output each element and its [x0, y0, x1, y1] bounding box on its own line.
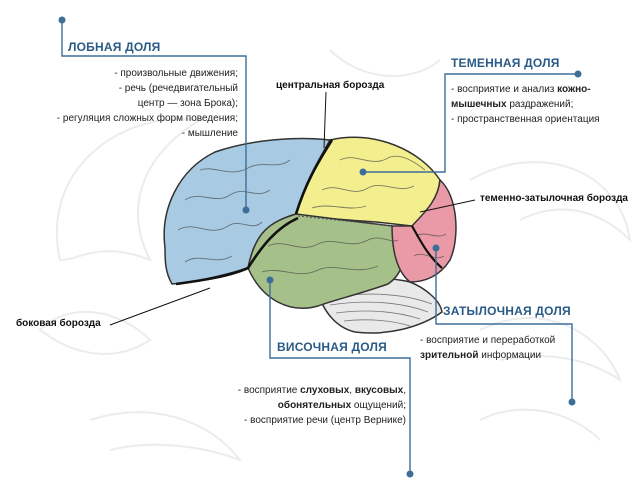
background-ornament — [38, 49, 632, 463]
text: - мышление — [181, 128, 238, 139]
description-line: зрительной информации — [420, 348, 555, 363]
parieto-occipital-line — [411, 225, 443, 269]
callouts — [61, 20, 578, 474]
text: - пространственная ориентация — [451, 114, 600, 125]
description-line: - восприятие и анализ кожно- — [451, 82, 600, 97]
description-line: - мышление — [57, 126, 238, 141]
frontal-callout — [61, 20, 247, 210]
text: раздражений; — [506, 99, 574, 110]
parietal-lobe-title: ТЕМЕННАЯ ДОЛЯ — [451, 56, 560, 70]
description-line: - восприятие слуховых, вкусовых, — [238, 383, 406, 398]
parietal-lobe-description: - восприятие и анализ кожно-мышечных раз… — [451, 82, 600, 127]
lateral-sulcus-label: боковая борозда — [16, 318, 101, 329]
bold-text: зрительной — [420, 350, 479, 361]
bold-text: вкусовых — [354, 385, 404, 396]
text: , — [403, 385, 406, 396]
text: - восприятие речи (центр Вернике) — [244, 415, 406, 426]
occipital-dot-bottom — [568, 398, 576, 406]
bold-text: обонятельных — [277, 400, 352, 411]
description-line: - пространственная ориентация — [451, 112, 600, 127]
description-line: центр — зона Брока); — [57, 96, 238, 111]
temporal-dot-bottom — [406, 470, 414, 478]
central-sulcus-line — [294, 139, 334, 215]
parieto-occipital-sulcus-label: теменно-затылочная борозда — [480, 193, 628, 204]
temporal-lobe-description: - восприятие слуховых, вкусовых,обонятел… — [238, 383, 406, 428]
central-sulcus-pointer — [323, 91, 327, 149]
temporal-dot-end — [266, 276, 274, 284]
bold-text: мышечных — [451, 99, 507, 110]
description-line: - восприятие речи (центр Вернике) — [238, 413, 406, 428]
text: - восприятие — [237, 385, 301, 396]
text: - восприятие и переработкой — [420, 335, 556, 346]
occipital-lobe-title: ЗАТЫЛОЧНАЯ ДОЛЯ — [443, 304, 571, 318]
text: , — [349, 385, 355, 396]
frontal-lobe-title: ЛОБНАЯ ДОЛЯ — [68, 40, 161, 54]
bold-text: слуховых — [300, 385, 350, 396]
description-line: - речь (речедвигательный — [57, 81, 238, 96]
text: центр — зона Брока); — [137, 98, 238, 109]
occipital-callout — [435, 248, 573, 402]
description-line: мышечных раздражений; — [451, 97, 600, 112]
temporal-lobe-title: ВИСОЧНАЯ ДОЛЯ — [277, 340, 387, 354]
occipital-lobe-description: - восприятие и переработкой зрительной ин… — [420, 333, 555, 363]
lateral-sulcus-line — [175, 216, 299, 286]
frontal-dot-top — [58, 16, 66, 24]
lateral-sulcus-pointer — [109, 287, 211, 326]
parieto-occipital-pointer — [419, 199, 476, 213]
bold-text: кожно- — [557, 84, 591, 95]
occipital-lobe — [391, 178, 457, 283]
frontal-lobe-description: - произвольные движения; - речь (речедвиг… — [57, 66, 238, 141]
text: - регуляция сложных форм поведения; — [56, 113, 238, 124]
central-sulcus-label: центральная борозда — [276, 80, 385, 91]
occipital-dot-end — [432, 244, 440, 252]
callout-dots — [58, 16, 582, 478]
description-line: обонятельных ощущений; — [238, 398, 406, 413]
text: информации — [478, 350, 542, 361]
text: - речь (речедвигательный — [118, 83, 238, 94]
description-line: - произвольные движения; — [57, 66, 238, 81]
text: - произвольные движения; — [114, 68, 238, 79]
parietal-callout — [363, 73, 578, 173]
text: - восприятие и анализ — [451, 84, 558, 95]
frontal-dot-end — [242, 206, 250, 214]
description-line: - восприятие и переработкой — [420, 333, 555, 348]
text: ощущений; — [351, 400, 406, 411]
gyri-texture — [177, 155, 447, 275]
parietal-dot-end — [359, 168, 367, 176]
parietal-dot-top — [574, 70, 582, 78]
temporal-callout — [269, 280, 411, 474]
description-line: - регуляция сложных форм поведения; — [57, 111, 238, 126]
